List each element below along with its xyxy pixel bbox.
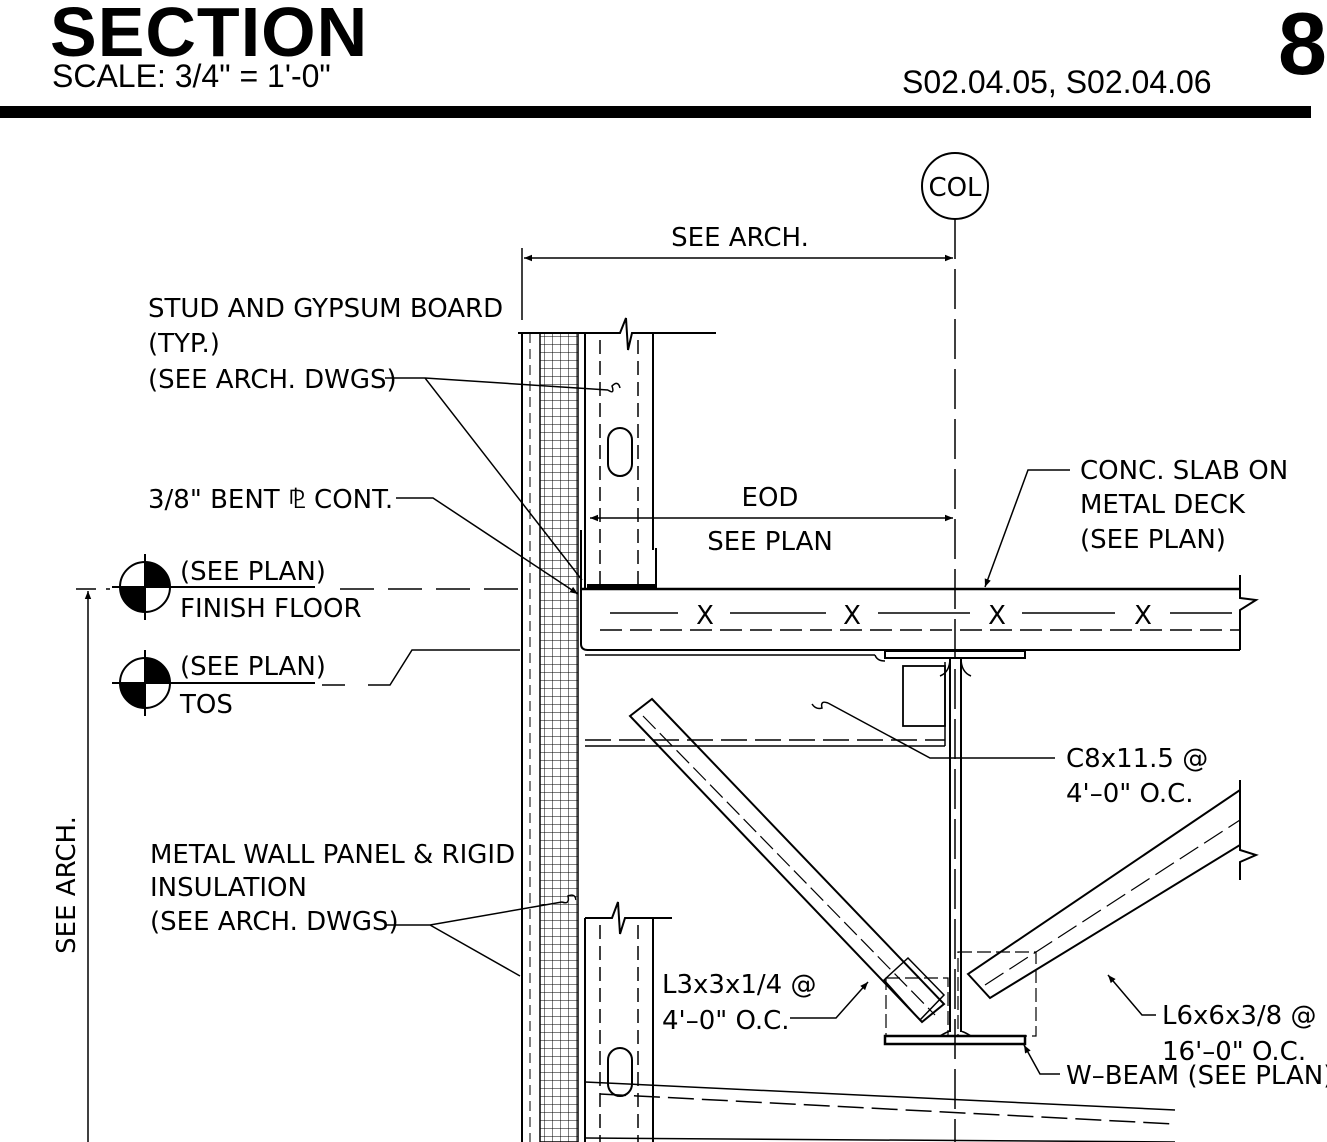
angle-l6-brace <box>957 780 1259 1037</box>
top-dimension: SEE ARCH. <box>521 223 953 320</box>
column-tag-text: COL <box>928 173 982 203</box>
panel-label-line3: (SEE ARCH. DWGS) <box>150 907 399 937</box>
tos-elev-text: (SEE PLAN) <box>180 652 326 682</box>
wbeam-annotation: W–BEAM (SEE PLAN) <box>1023 1044 1327 1091</box>
eod-dimension: EOD SEE PLAN <box>590 483 953 557</box>
angle-l6-label-line2: 16'–0" O.C. <box>1162 1037 1306 1067</box>
stud-annotation: STUD AND GYPSUM BOARD (TYP.) (SEE ARCH. … <box>148 294 621 581</box>
slab-label-line3: (SEE PLAN) <box>1080 525 1226 555</box>
sheet-references: S02.04.05, S02.04.06 <box>902 64 1212 100</box>
vertical-dimension: SEE ARCH. <box>52 591 92 1142</box>
channel-label-line1: C8x11.5 @ <box>1066 744 1208 774</box>
channel-label-line2: 4'–0" O.C. <box>1066 779 1194 809</box>
tos-marker: (SEE PLAN) TOS <box>112 649 520 720</box>
eod-see-plan-text: SEE PLAN <box>707 527 833 557</box>
detail-number: 8 <box>1278 0 1327 93</box>
deck-x-mark-2: X <box>843 601 861 631</box>
title-block: SECTION SCALE: 3/4" = 1'-0" S02.04.05, S… <box>0 0 1327 120</box>
eod-text: EOD <box>742 483 799 513</box>
drawing-title: SECTION <box>50 0 369 71</box>
slab-label-line1: CONC. SLAB ON <box>1080 456 1288 486</box>
w-beam <box>883 650 1027 1046</box>
title-rule <box>0 106 1311 118</box>
channel-c8 <box>585 654 946 747</box>
stud-label-line2: (TYP.) <box>148 329 220 359</box>
bent-plate-annotation: 3/8" BENT ⅊ CONT. <box>148 485 579 595</box>
slab-label-line2: METAL DECK <box>1080 490 1246 520</box>
drawing-scale: SCALE: 3/4" = 1'-0" <box>52 58 331 94</box>
deck-x-mark-4: X <box>1134 601 1152 631</box>
deck-x-mark-1: X <box>696 601 714 631</box>
finish-floor-text: FINISH FLOOR <box>180 594 362 624</box>
top-dimension-text: SEE ARCH. <box>671 223 809 253</box>
panel-label-line1: METAL WALL PANEL & RIGID <box>150 840 515 870</box>
angle-l3-label-line2: 4'–0" O.C. <box>662 1006 790 1036</box>
angle-l6-annotation: L6x6x3/8 @ 16'–0" O.C. <box>1107 974 1316 1067</box>
deck-x-mark-3: X <box>988 601 1006 631</box>
slab-annotation: CONC. SLAB ON METAL DECK (SEE PLAN) <box>984 456 1288 588</box>
channel-annotation: C8x11.5 @ 4'–0" O.C. <box>811 701 1208 809</box>
bent-plate-label: 3/8" BENT ⅊ CONT. <box>148 485 393 515</box>
angle-l3-brace <box>628 697 949 1037</box>
panel-label-line2: INSULATION <box>150 873 307 903</box>
angle-l3-annotation: L3x3x1/4 @ 4'–0" O.C. <box>662 970 869 1036</box>
stud-label-line3: (SEE ARCH. DWGS) <box>148 365 397 395</box>
finish-floor-elev-text: (SEE PLAN) <box>180 557 326 587</box>
stud-label-line1: STUD AND GYPSUM BOARD <box>148 294 503 324</box>
angle-l3-label-line1: L3x3x1/4 @ <box>662 970 816 1000</box>
panel-annotation: METAL WALL PANEL & RIGID INSULATION (SEE… <box>150 840 577 977</box>
wbeam-label: W–BEAM (SEE PLAN) <box>1066 1061 1327 1091</box>
concrete-slab: X X X X <box>581 575 1259 651</box>
column-grid: COL <box>921 152 989 1142</box>
metal-wall-panel <box>518 332 620 1142</box>
tos-text: TOS <box>179 690 233 720</box>
finish-floor-marker: (SEE PLAN) FINISH FLOOR <box>76 554 520 624</box>
angle-l6-label-line1: L6x6x3/8 @ <box>1162 1001 1316 1031</box>
vertical-dimension-text: SEE ARCH. <box>52 816 82 954</box>
upper-stud <box>584 317 716 588</box>
lower-stud <box>584 901 1176 1142</box>
